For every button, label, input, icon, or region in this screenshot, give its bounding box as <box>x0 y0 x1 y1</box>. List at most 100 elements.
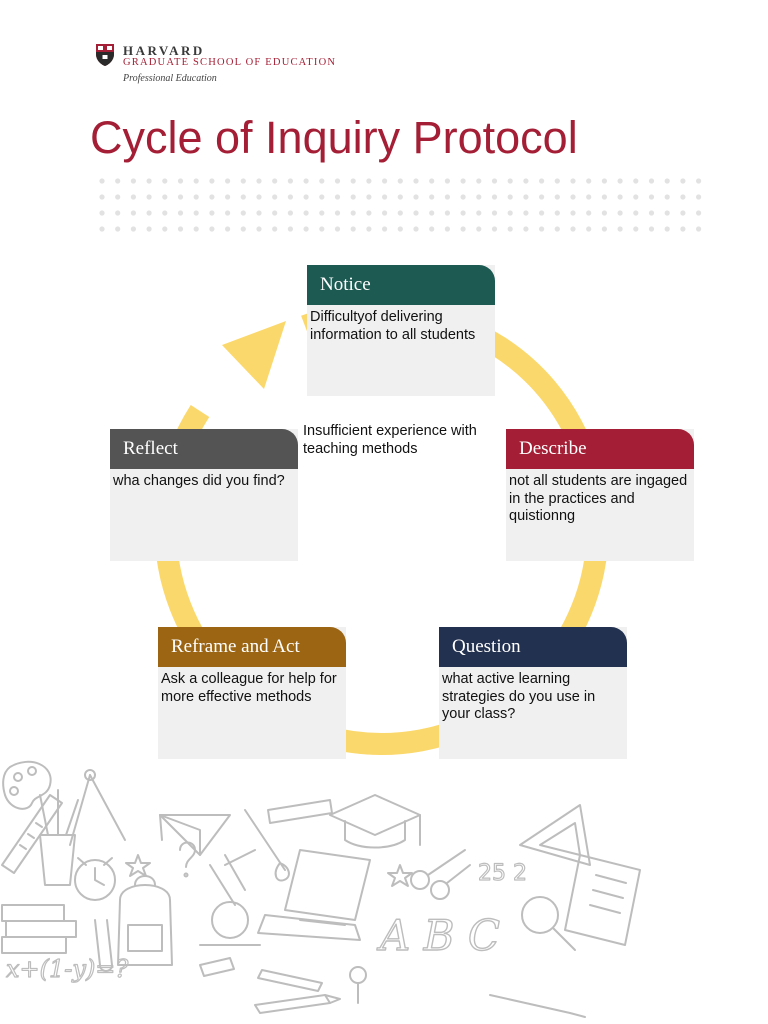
test-tube-icon <box>94 919 113 972</box>
pattern-dot <box>476 194 482 200</box>
pattern-dot <box>507 226 513 232</box>
pencil-cup-icon <box>39 789 79 886</box>
pattern-dot <box>162 194 168 200</box>
pattern-dot <box>680 210 686 216</box>
pattern-dot <box>146 178 152 184</box>
step-describe: Describe not all students are ingaged in… <box>506 429 694 561</box>
pattern-dot <box>240 178 246 184</box>
pattern-dot <box>193 210 199 216</box>
pattern-dot <box>319 178 325 184</box>
pattern-dot <box>539 210 545 216</box>
pattern-dot <box>617 226 623 232</box>
pattern-dot <box>397 210 403 216</box>
pattern-dot <box>570 178 576 184</box>
pattern-dot <box>539 194 545 200</box>
doodle-formula: x+(1-y)=? <box>6 955 128 983</box>
pattern-dot <box>429 226 435 232</box>
step-notice: Notice Difficultyof delivering informati… <box>307 265 495 396</box>
pattern-dot <box>287 226 293 232</box>
pattern-dot <box>586 226 592 232</box>
pattern-dot <box>491 178 498 184</box>
pattern-dot <box>601 226 607 232</box>
pattern-dot <box>272 178 278 184</box>
pattern-dot <box>350 226 356 232</box>
pattern-dot <box>366 210 372 216</box>
pattern-dot <box>491 194 498 200</box>
pattern-dot <box>507 210 513 216</box>
dot-pattern <box>99 178 702 232</box>
pattern-dot <box>350 194 356 200</box>
notebook-icon <box>564 854 641 946</box>
push-pin-icon <box>349 966 367 1004</box>
pattern-dot <box>272 210 278 216</box>
pattern-dot <box>240 210 246 216</box>
pattern-dot <box>334 194 341 200</box>
school-doodles-illustration: x+(1-y)=? A B C 25 2 <box>1 760 641 1018</box>
pattern-dot <box>460 178 466 184</box>
pattern-dot <box>648 194 655 200</box>
step-question: Question what active learning strategies… <box>439 627 627 759</box>
pattern-dot <box>586 194 592 200</box>
pattern-dot <box>193 226 199 232</box>
pattern-dot <box>382 178 388 184</box>
step-reframe: Reframe and Act Ask a colleague for help… <box>158 627 346 759</box>
step-describe-text: not all students are ingaged in the prac… <box>509 473 688 524</box>
pattern-dot <box>601 210 607 216</box>
microscope-icon <box>199 849 261 946</box>
pattern-dot <box>162 210 168 216</box>
pattern-dot <box>130 226 136 232</box>
pattern-dot <box>366 178 372 184</box>
star-icon <box>125 854 413 887</box>
ruler-icon <box>1 794 63 874</box>
pattern-dot <box>444 226 450 232</box>
pattern-dot <box>319 194 325 200</box>
pattern-dot <box>287 210 293 216</box>
pattern-dot <box>303 210 309 216</box>
pattern-dot <box>177 178 184 184</box>
pattern-dot <box>664 210 670 216</box>
pattern-dot <box>240 226 246 232</box>
laptop-icon <box>257 849 371 941</box>
pattern-dot <box>680 194 686 200</box>
pattern-dot <box>382 226 388 232</box>
pencil-icon <box>254 994 586 1018</box>
pattern-dot <box>523 226 529 232</box>
pattern-dot <box>99 210 105 216</box>
pattern-dot <box>256 178 262 184</box>
pattern-dot <box>319 226 325 232</box>
pattern-dot <box>523 178 529 184</box>
step-question-text: what active learning strategies do you u… <box>442 671 596 722</box>
pattern-dot <box>319 210 325 216</box>
center-note: Insufficient experience with teaching me… <box>303 423 477 457</box>
eraser-icon <box>199 957 235 977</box>
pattern-dot <box>397 226 403 232</box>
pattern-dot <box>633 194 639 200</box>
pattern-dot <box>177 226 184 232</box>
pattern-dot <box>256 194 262 200</box>
pattern-dot <box>225 194 231 200</box>
pattern-dot <box>444 194 450 200</box>
pattern-dot <box>460 210 466 216</box>
pattern-dot <box>413 210 419 216</box>
pattern-dot <box>162 178 168 184</box>
pattern-dot <box>696 210 702 216</box>
scissors-icon <box>410 849 471 900</box>
pattern-dot <box>193 178 199 184</box>
pattern-dot <box>413 178 419 184</box>
pattern-dot <box>617 194 623 200</box>
pattern-dot <box>382 194 388 200</box>
pattern-dot <box>664 226 670 232</box>
paper-plane-icon <box>159 814 231 856</box>
pattern-dot <box>146 226 152 232</box>
step-reflect-title: Reflect <box>110 429 298 469</box>
step-reflect: Reflect wha changes did you find? <box>110 429 298 561</box>
step-question-title: Question <box>439 627 627 667</box>
pattern-dot <box>601 194 607 200</box>
pattern-dot <box>507 178 513 184</box>
pattern-dot <box>130 178 136 184</box>
pattern-dot <box>413 226 419 232</box>
pattern-dot <box>476 210 482 216</box>
pattern-dot <box>287 194 293 200</box>
pattern-dot <box>617 178 623 184</box>
doodle-numbers: 25 2 <box>478 861 527 886</box>
